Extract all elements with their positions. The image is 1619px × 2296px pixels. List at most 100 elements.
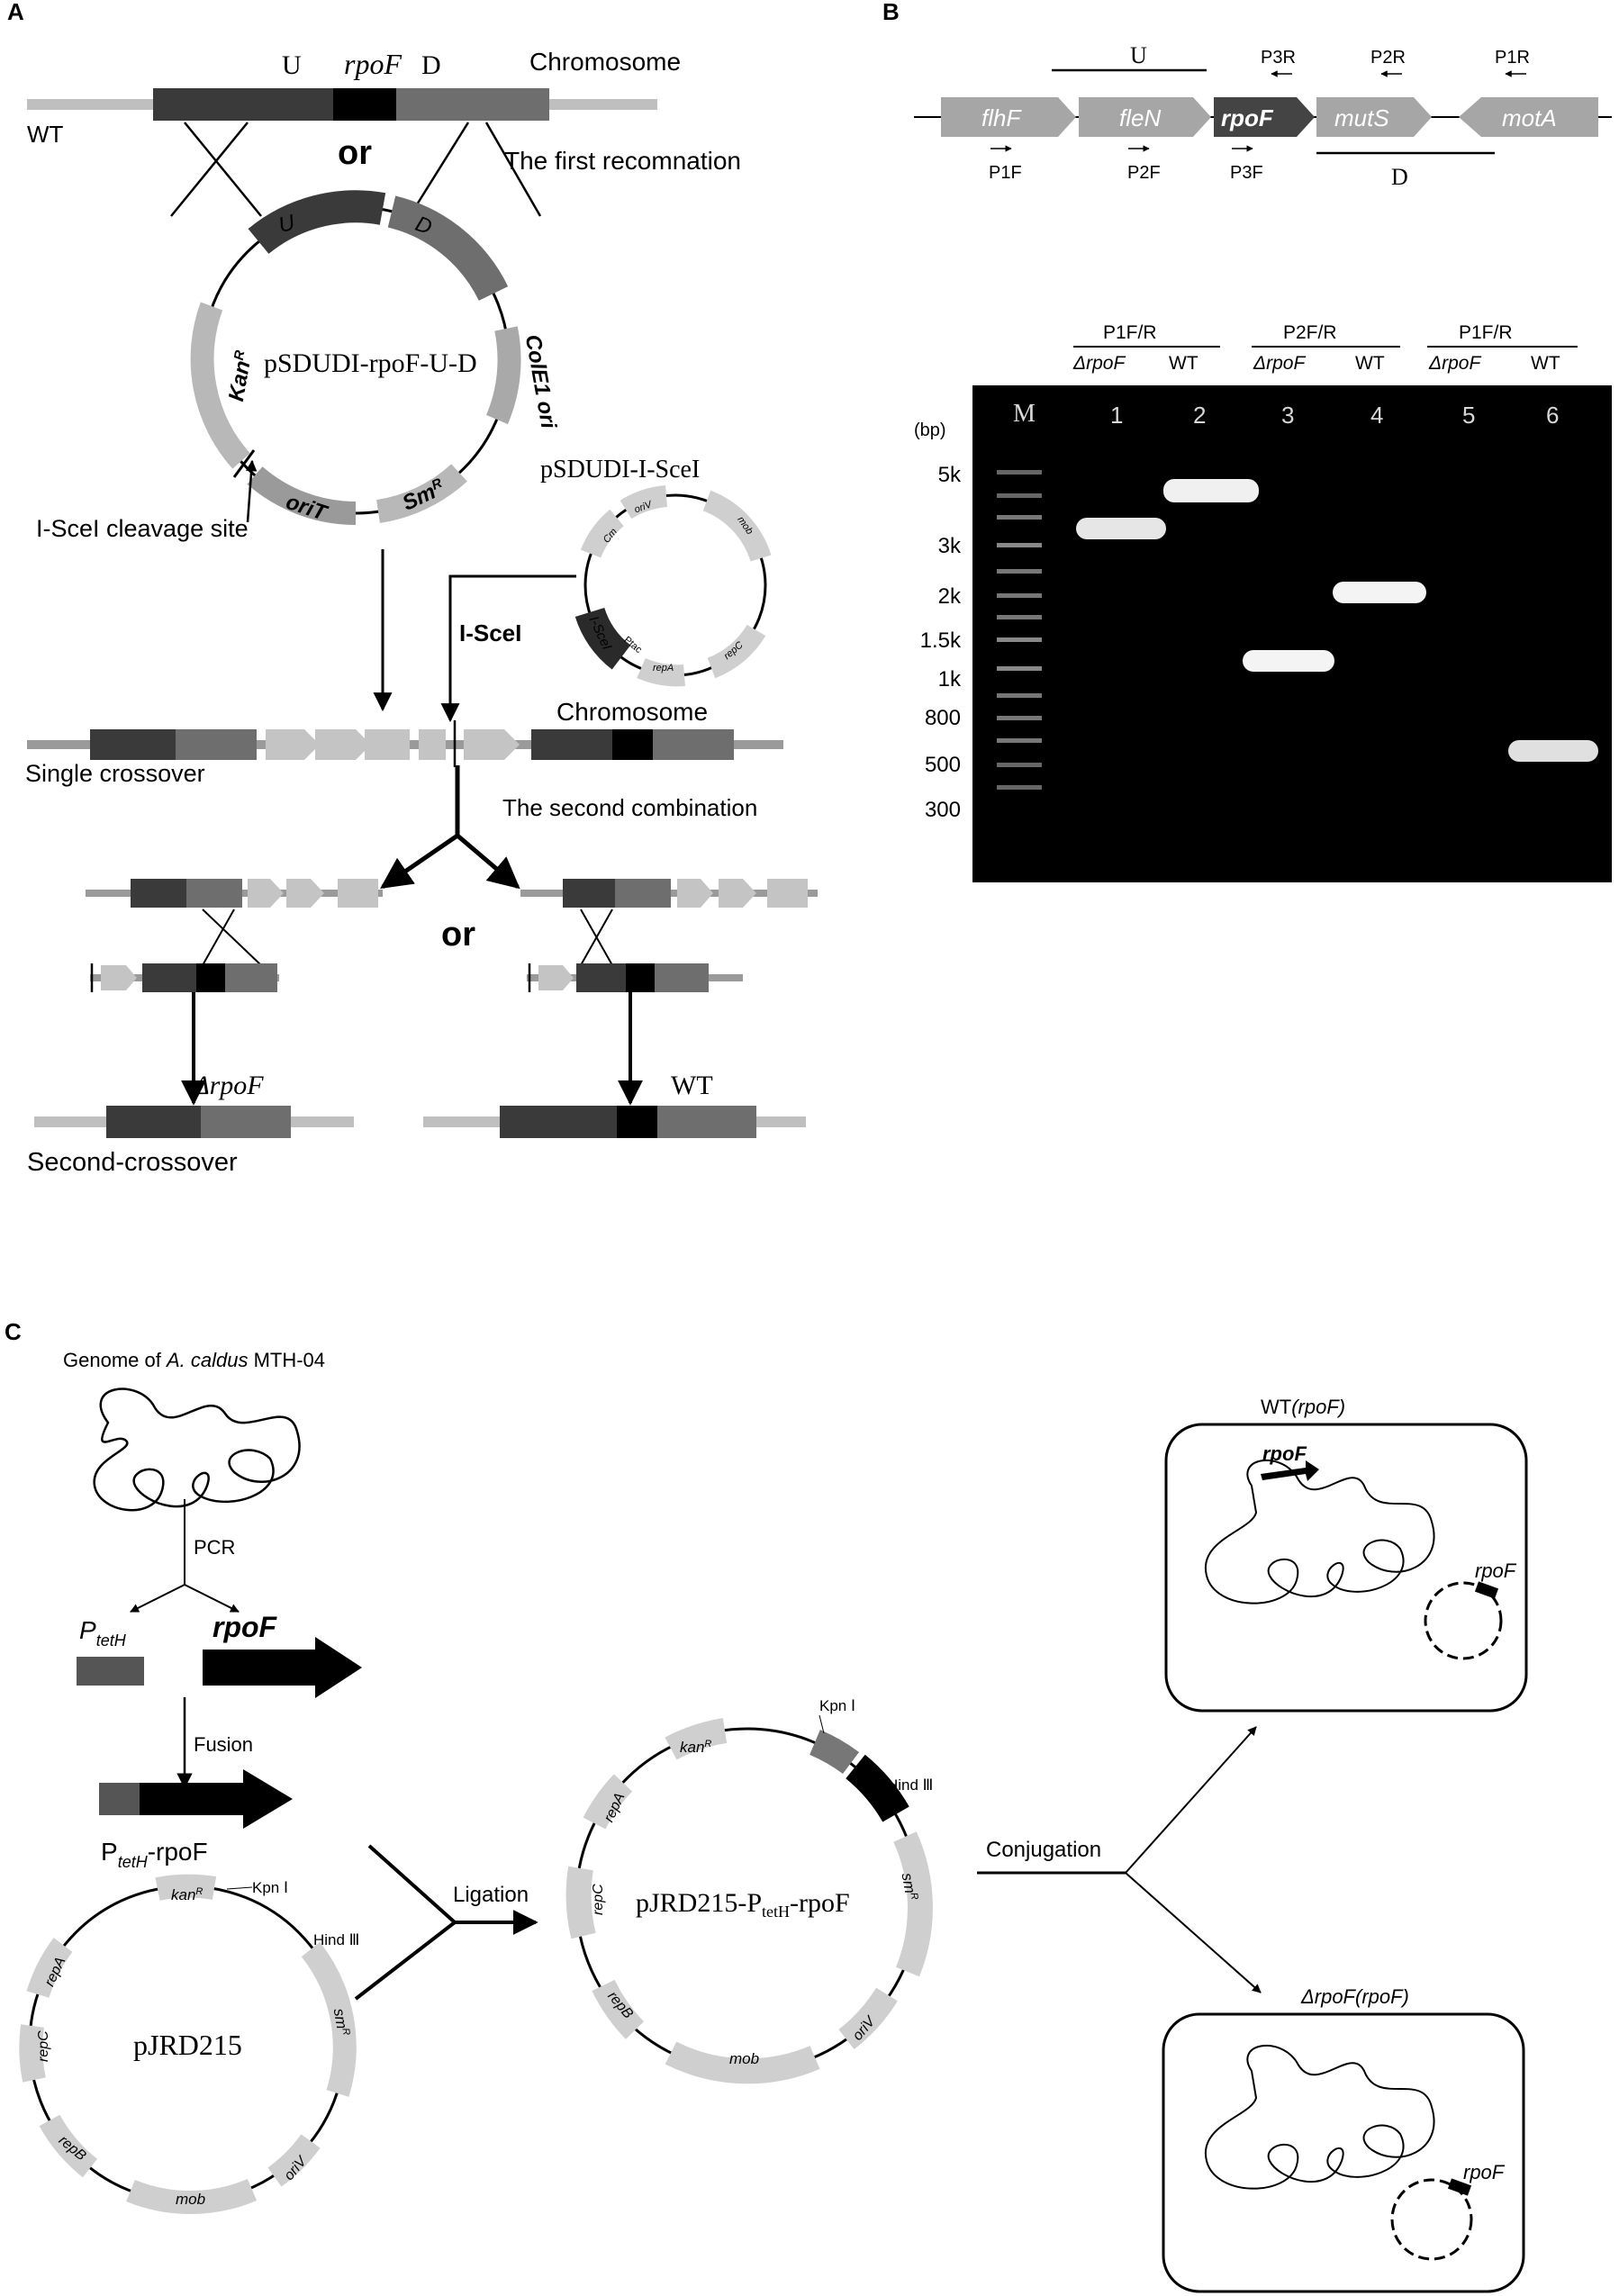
ir2-u bbox=[576, 963, 626, 992]
panel-b: B U flhF fleN rpoF mutS motA P3R P2R P1R… bbox=[882, 0, 1612, 882]
pjrd-smr-label: smR bbox=[330, 2007, 352, 2038]
il-gene-3 bbox=[338, 879, 378, 908]
gene-flhF bbox=[941, 97, 1076, 137]
gel-group-1-primer: P1F/R bbox=[1103, 322, 1157, 343]
helper-repA-segment bbox=[637, 657, 685, 687]
gel-lane-1: 1 bbox=[1110, 402, 1123, 429]
ir-crossover bbox=[580, 908, 613, 966]
gel-bands bbox=[1076, 479, 1598, 762]
ir-gene-3 bbox=[767, 879, 808, 908]
wt-cell bbox=[1164, 1423, 1528, 1713]
intermediate-left bbox=[86, 879, 383, 992]
construct-ptet-segment bbox=[809, 1730, 859, 1775]
smr-segment bbox=[375, 464, 467, 523]
ladder-band-3k bbox=[997, 543, 1042, 547]
fusion-label: Fusion bbox=[194, 1733, 253, 1756]
gene-label-motA: motA bbox=[1502, 104, 1557, 131]
helper-cm-segment bbox=[580, 509, 625, 558]
helper-mob-segment bbox=[702, 490, 772, 562]
pjrd-kpn-leader bbox=[226, 1886, 253, 1890]
construct-hind-label: Hind Ⅲ bbox=[887, 1776, 933, 1794]
construct-smr-label: smR bbox=[899, 1872, 920, 1903]
band-lane-2 bbox=[1163, 479, 1259, 502]
iscei-site-label: I-SceI cleavage site bbox=[36, 515, 249, 542]
marker-label-1k: 1k bbox=[938, 667, 962, 692]
wt-cell-genome-rpof bbox=[1261, 1460, 1319, 1481]
gel-group-1-lane-1: ΔrpoF bbox=[1072, 353, 1126, 374]
delta-cell-plasmid-rpof-label: rpoF bbox=[1463, 2161, 1506, 2183]
panel-a: A WT U rpoF D Chromosome or The first re… bbox=[7, 0, 818, 1177]
ladder-band-2k bbox=[997, 593, 1042, 598]
panel-a-label: A bbox=[7, 0, 24, 25]
pjrd-repC-label: repC bbox=[36, 2030, 51, 2062]
plasmid-construct bbox=[565, 1718, 933, 2084]
gel-group-2-primer: P2F/R bbox=[1283, 322, 1337, 343]
delta-cell-label: ΔrpoF(rpoF) bbox=[1300, 1985, 1409, 2008]
ladder-band-300 bbox=[997, 785, 1042, 790]
wtp-rpof bbox=[617, 1106, 657, 1138]
conjugation-arrow-up bbox=[1125, 1726, 1257, 1874]
ladder-band-1k75 bbox=[997, 615, 1042, 619]
d-region bbox=[396, 88, 549, 121]
il-d bbox=[186, 879, 242, 908]
ptet-label: PtetH bbox=[79, 1616, 127, 1650]
gel-group-2-lane-1: ΔrpoF bbox=[1253, 353, 1306, 374]
wt-cell-label: WT(rpoF) bbox=[1261, 1396, 1345, 1418]
band-lane-3 bbox=[1243, 650, 1334, 672]
band-lane-4 bbox=[1333, 582, 1426, 603]
construct-kpn-label: Kpn Ⅰ bbox=[819, 1697, 855, 1714]
gel-group-1-lane-2: WT bbox=[1169, 353, 1198, 374]
primer-P3F: P3F bbox=[1230, 163, 1263, 183]
pjrd-name: pJRD215 bbox=[133, 2029, 242, 2061]
ladder-band-1k bbox=[997, 666, 1042, 671]
wtp-d bbox=[657, 1106, 756, 1138]
ir-u bbox=[563, 879, 615, 908]
wt-cell-genome bbox=[1204, 1459, 1435, 1604]
marker-label-800: 800 bbox=[925, 706, 961, 730]
helper-repA-label: repA bbox=[653, 663, 674, 673]
construct-kanr-label: kanR bbox=[680, 1739, 711, 1756]
delta-cell-plasmid-rpof bbox=[1447, 2178, 1472, 2196]
plasmid-u-segment bbox=[248, 190, 386, 255]
sc-gene-4 bbox=[419, 729, 446, 760]
ladder-band-1k5 bbox=[997, 637, 1042, 642]
delta-cell bbox=[1162, 2012, 1525, 2293]
ir-d bbox=[615, 879, 671, 908]
pjrd-repA-segment bbox=[26, 1938, 73, 1999]
band-lane-1 bbox=[1076, 518, 1166, 539]
panel-b-label: B bbox=[882, 0, 900, 25]
marker-label-300: 300 bbox=[925, 798, 961, 822]
ir2-rpof bbox=[626, 963, 655, 992]
primer-P2R: P2R bbox=[1370, 48, 1406, 68]
gene-rpoF bbox=[1214, 97, 1315, 137]
ladder-band-800 bbox=[997, 693, 1042, 698]
construct-mob-segment bbox=[665, 2041, 820, 2084]
ir-gene-1 bbox=[677, 879, 713, 908]
construct-kanr-segment bbox=[665, 1718, 728, 1760]
chromosome2-label: Chromosome bbox=[556, 698, 708, 726]
gel-group-3-lane-2: WT bbox=[1531, 353, 1560, 374]
fused-ptet-block bbox=[99, 1783, 140, 1815]
construct-repC-segment bbox=[565, 1866, 596, 1939]
primer-P1R: P1R bbox=[1495, 48, 1530, 68]
pjrd-kanr-label: kanR bbox=[171, 1886, 203, 1903]
marker-label-5k: 5k bbox=[938, 463, 962, 487]
sc-gene-1 bbox=[266, 729, 320, 760]
band-lane-6 bbox=[1508, 740, 1598, 762]
pjrd-kpn-label: Kpn Ⅰ bbox=[252, 1879, 288, 1896]
ir2-d bbox=[655, 963, 709, 992]
helper-iscei-segment bbox=[574, 607, 631, 670]
ladder-band-500 bbox=[997, 738, 1042, 743]
plasmid-d-segment bbox=[387, 195, 509, 302]
ligation-bottom bbox=[354, 1921, 457, 2001]
gene-label-fleN: fleN bbox=[1119, 104, 1161, 131]
ligation-label: Ligation bbox=[453, 1883, 529, 1907]
delta-d bbox=[201, 1106, 291, 1138]
panel-c: C Genome of A. caldus MTH-04 PCR PtetH r… bbox=[5, 1318, 1528, 2293]
gel-image bbox=[972, 385, 1612, 882]
il2-d bbox=[225, 963, 277, 992]
construct-rpof-segment bbox=[845, 1754, 909, 1822]
delta-rpof-chromosome bbox=[34, 1106, 354, 1138]
il-u bbox=[131, 879, 186, 908]
